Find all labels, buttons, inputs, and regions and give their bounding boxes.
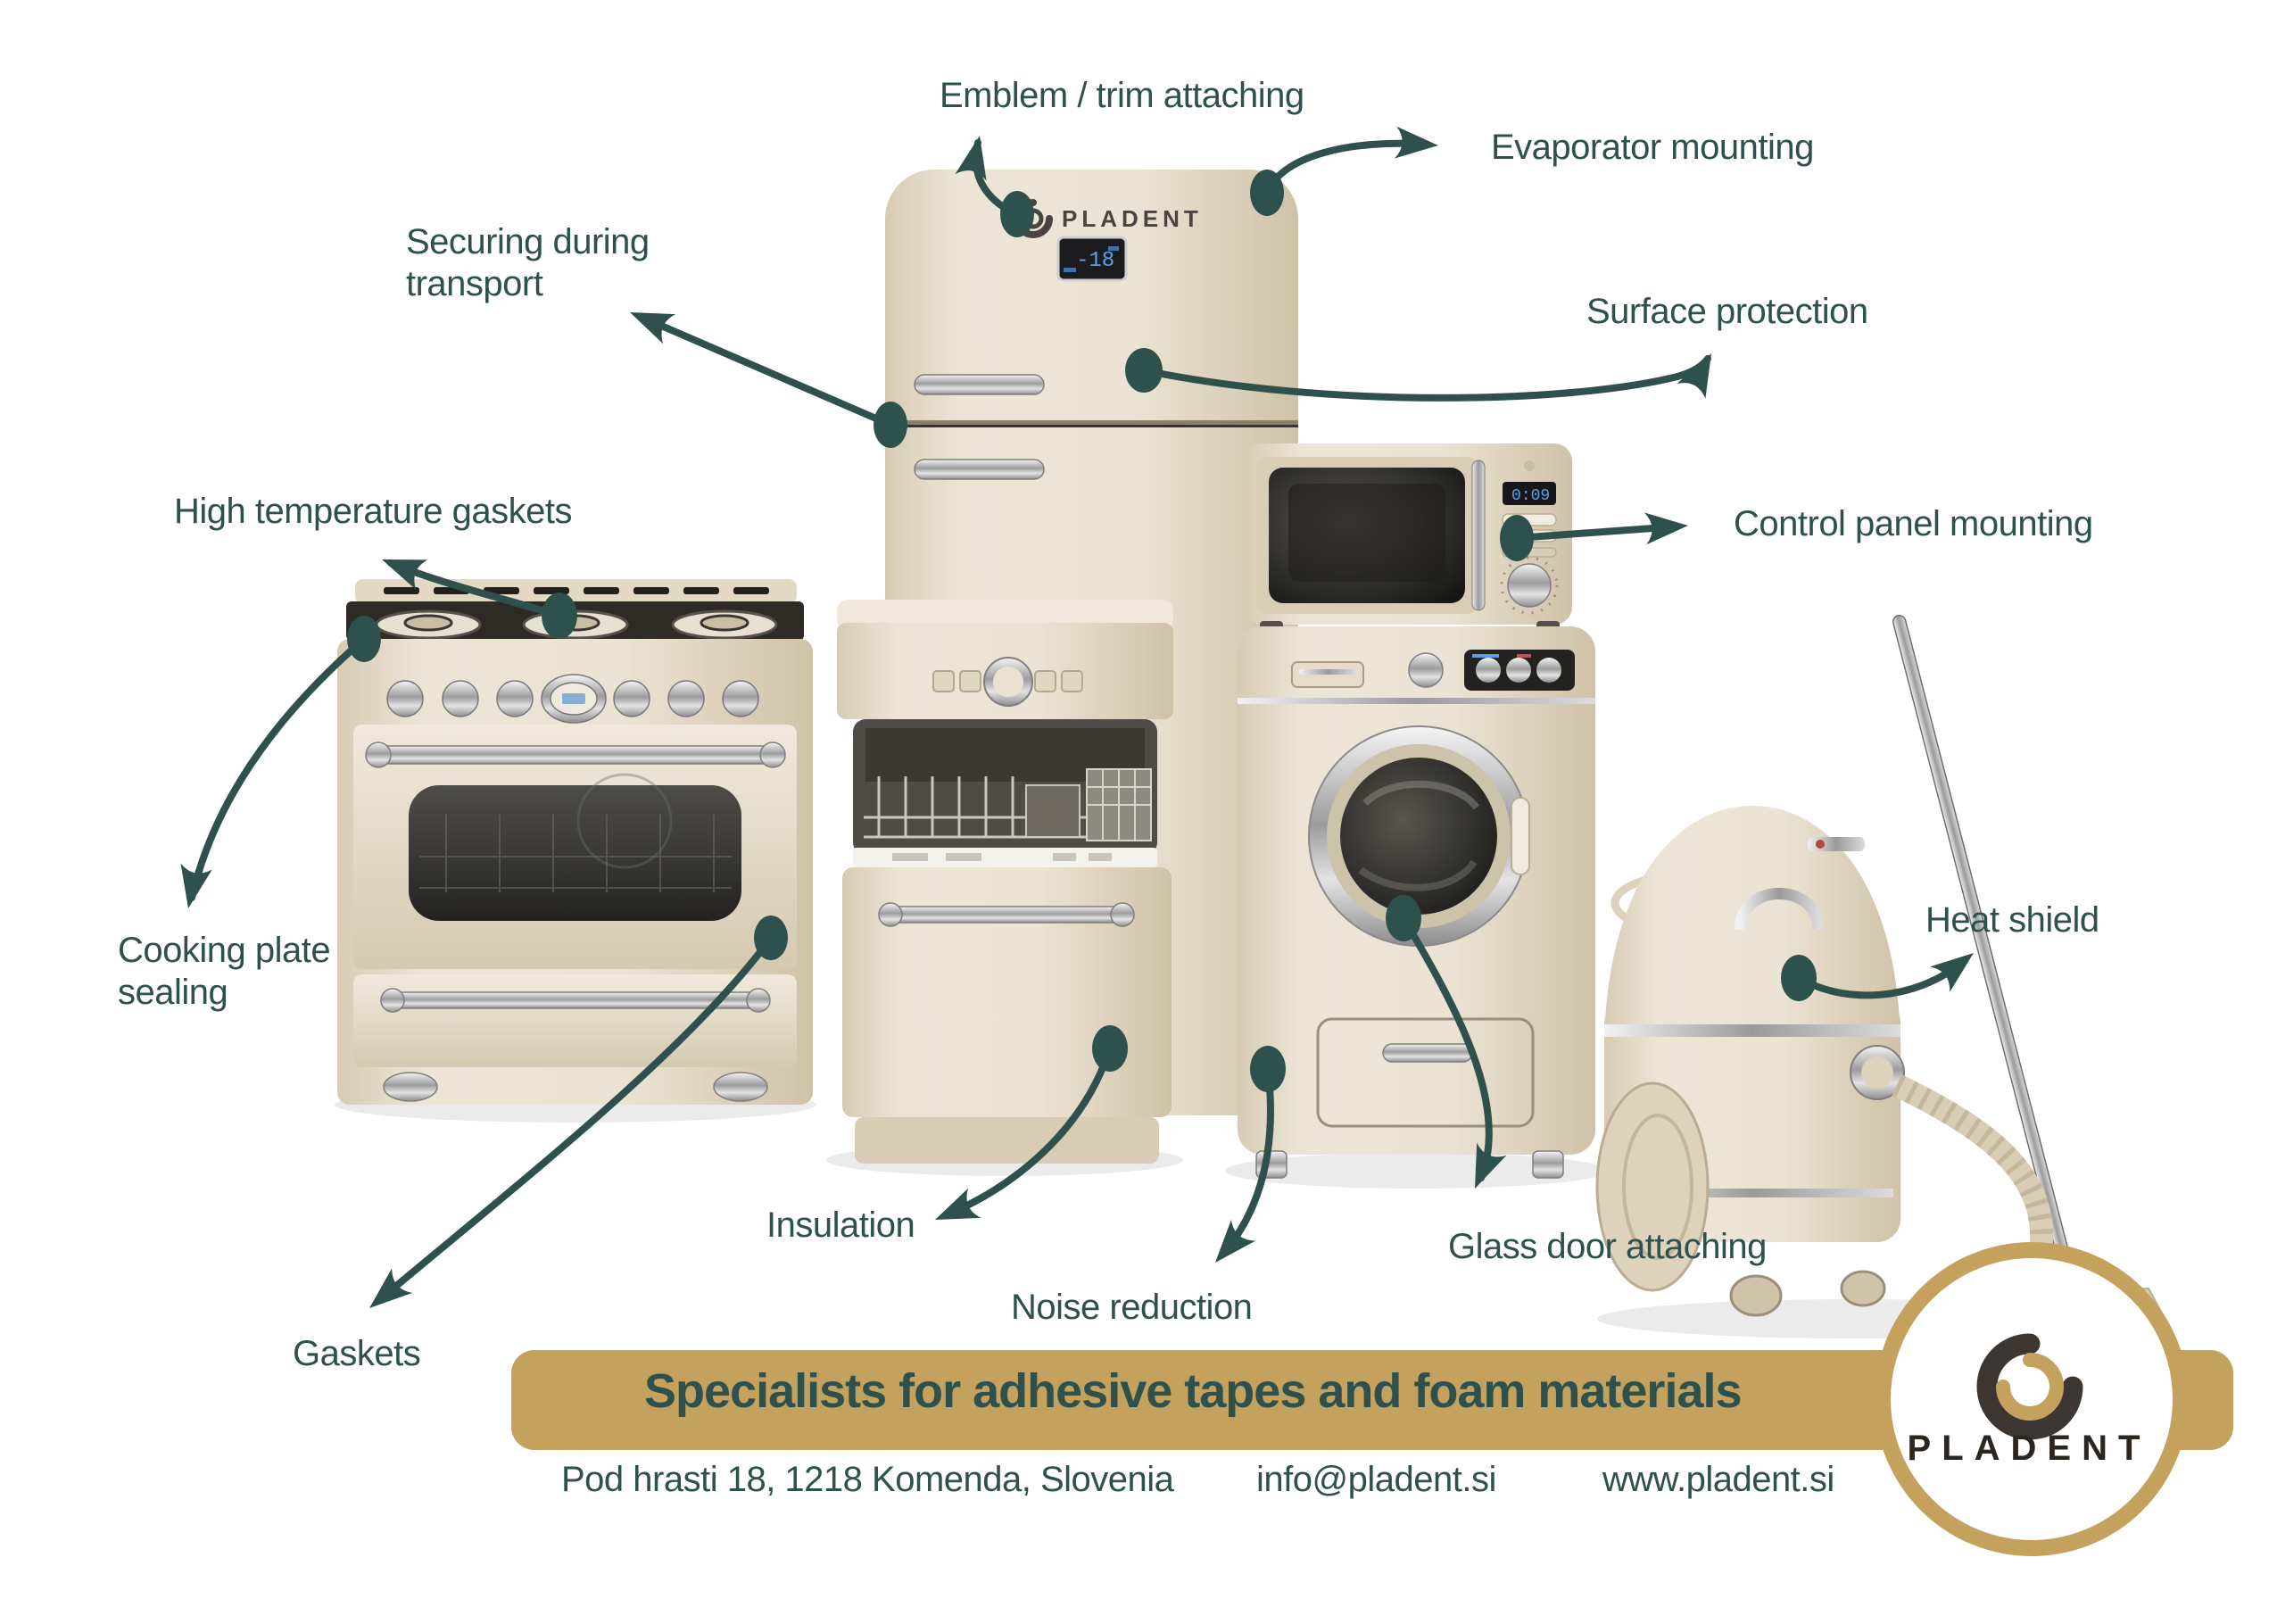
logo-circle [1875, 1242, 2189, 1556]
dishwasher-buttons [932, 670, 1083, 692]
microwave-handle [1471, 460, 1486, 611]
dishwasher-handle [881, 906, 1132, 924]
callout-label-control-panel: Control panel mounting [1734, 504, 2093, 543]
vacuum-band-top [1604, 1024, 1900, 1037]
arrow-securing [630, 312, 907, 448]
microwave: 0:09 [1244, 443, 1572, 630]
fridge-display-value: -18 [1076, 249, 1114, 273]
stove-foot-right [713, 1072, 768, 1102]
arrow-surface [1125, 348, 1711, 402]
logo-wordmark: PLADENT [1908, 1429, 2151, 1468]
stove [337, 579, 813, 1105]
arrow-control-panel [1500, 512, 1688, 561]
stove-drawer [353, 974, 797, 1067]
callout-label-surface: Surface protection [1586, 292, 1868, 331]
fridge-handle-lower [914, 459, 1045, 480]
arrow-noise-reduction [1215, 1046, 1286, 1263]
callout-label-heat-shield: Heat shield [1925, 900, 2099, 940]
microwave-display-value: 0:09 [1511, 487, 1550, 505]
arrow-gaskets [369, 916, 788, 1308]
vacuum-caster-left [1729, 1274, 1783, 1317]
dishwasher [837, 600, 1173, 1164]
vacuum-wand [1892, 615, 2078, 1291]
stove-foot-left [383, 1072, 438, 1102]
tagline-text: Specialists for adhesive tapes and foam … [644, 1364, 1743, 1418]
callout-label-insulation: Insulation [766, 1206, 915, 1245]
fridge-door-gap [885, 420, 1298, 425]
stove-knobs [386, 674, 759, 724]
callout-label-emblem-trim: Emblem / trim attaching [940, 76, 1304, 115]
oven-door [353, 725, 797, 969]
dishwasher-base [855, 1117, 1159, 1164]
washer-drawer-handle [1382, 1043, 1473, 1063]
washing-machine [1238, 626, 1595, 1179]
washer-control-panel [1464, 650, 1575, 691]
arrow-heat-shield [1781, 953, 1974, 1001]
oven-window-racks [419, 814, 732, 892]
microwave-knob [1507, 563, 1552, 608]
callout-label-noise-reduction: Noise reduction [1011, 1288, 1253, 1327]
callout-label-gaskets: Gaskets [293, 1334, 421, 1373]
vacuum-handle [1734, 888, 1825, 931]
washer-foot-right [1532, 1150, 1564, 1179]
arrow-glass-door [1386, 895, 1507, 1189]
dishwasher-top [837, 600, 1173, 630]
pladent-logo-badge: PLADENT [1875, 1242, 2189, 1556]
callout-label-glass-door: Glass door attaching [1448, 1227, 1767, 1266]
oven-window [409, 785, 741, 921]
callout-label-high-temp: High temperature gaskets [174, 492, 573, 531]
website-link[interactable]: www.pladent.si [1602, 1460, 1834, 1499]
washer-door [1308, 725, 1530, 947]
washer-trim [1238, 698, 1595, 704]
address-text: Pod hrasti 18, 1218 Komenda, Slovenia [561, 1460, 1174, 1499]
callout-label-cooking-plate: Cooking plate sealing [118, 931, 331, 1012]
arrow-cooking-plate [180, 616, 381, 908]
oven-door-handle [368, 745, 782, 765]
vacuum-caster-right [1840, 1270, 1886, 1307]
oven-fan [576, 773, 673, 869]
vacuum-band-bottom [1611, 1189, 1893, 1197]
email-link[interactable]: info@pladent.si [1256, 1460, 1496, 1499]
callout-arrows [180, 126, 1974, 1308]
fridge-emblem-wordmark: PLADENT [1062, 205, 1203, 232]
callout-label-securing: Securing during transport [406, 222, 650, 303]
dishwasher-door-edge [853, 848, 1157, 867]
stove-vent-slots [384, 587, 769, 594]
pladent-swirl-icon [1976, 1333, 2083, 1440]
arrow-high-temp [382, 559, 577, 639]
stove-back-rail [355, 579, 797, 604]
microwave-display [1503, 482, 1556, 505]
washer-door-handle [1511, 797, 1530, 875]
cutlery-basket [1086, 768, 1152, 841]
fridge-handle-upper [914, 374, 1045, 395]
arrow-insulation [935, 1025, 1128, 1220]
dishwasher-cavity [853, 719, 1157, 867]
dishwasher-tray [1025, 784, 1081, 838]
callout-label-evaporator: Evaporator mounting [1491, 128, 1814, 167]
washer-program-knob [1408, 652, 1444, 688]
arrow-evaporator [1250, 126, 1438, 216]
washer-service-drawer [1316, 1017, 1535, 1128]
fridge-display: -18 [1056, 236, 1128, 282]
dishwasher-door [842, 867, 1172, 1117]
arrow-emblem-trim [955, 136, 1034, 237]
